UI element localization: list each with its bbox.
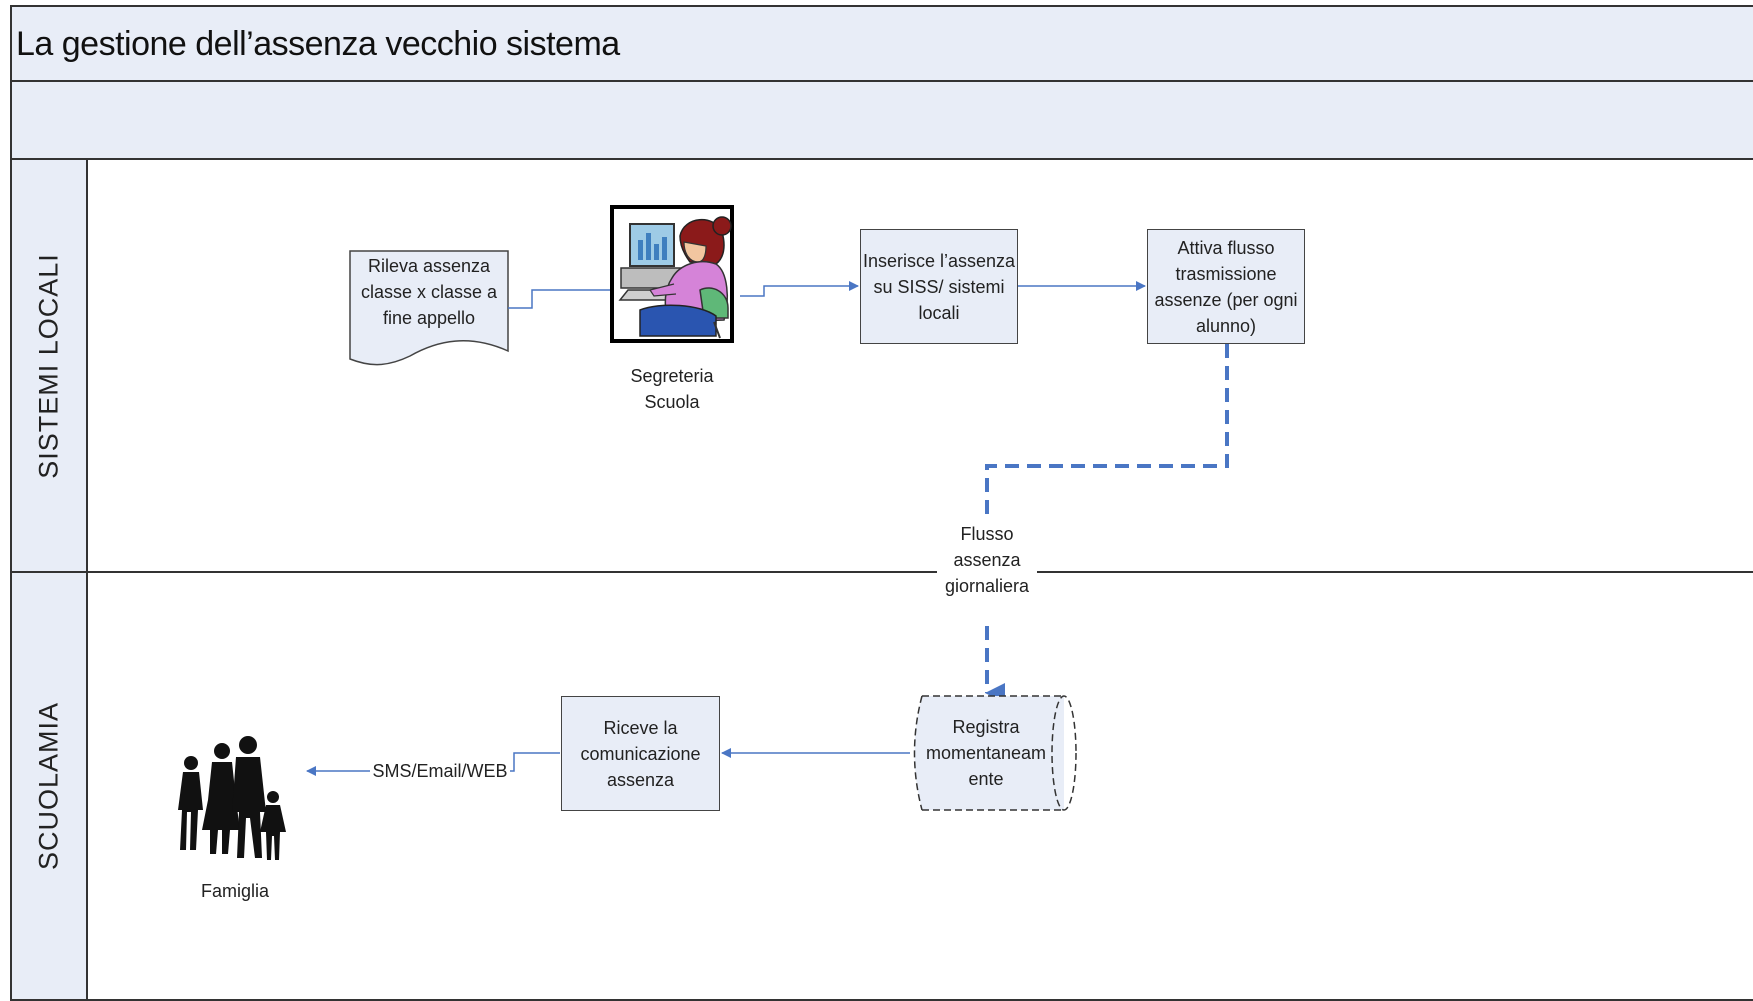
page-title: La gestione dell’assenza vecchio sistema (16, 25, 620, 63)
node-attiva-flusso-text: Attiva flusso trasmissione assenze (per … (1154, 237, 1298, 336)
node-famiglia-label: Famiglia (200, 881, 270, 901)
node-registra-momentaneamente: Registra momentaneam ente (925, 717, 1047, 789)
connector-segreteria-inserisce (740, 281, 859, 297)
family-silhouette-icon (178, 736, 286, 860)
node-rileva-assenza: Rileva assenza classe x classe a fine ap… (360, 256, 498, 328)
header-spacer-band (10, 80, 1753, 160)
lane-sistemi-locali: SISTEMI LOCALI (10, 158, 1753, 573)
node-riceve-comunicazione: Riceve la comunicazione assenza (561, 696, 720, 811)
connector-attiva-flusso (985, 344, 1229, 520)
cylinder-registra (913, 695, 1077, 811)
connector-rileva-segreteria (508, 289, 612, 309)
secretary-computer-icon (610, 205, 734, 343)
node-attiva-flusso: Attiva flusso trasmissione assenze (per … (1147, 229, 1305, 344)
node-riceve-comunicazione-text: Riceve la comunicazione assenza (580, 717, 701, 790)
node-inserisce-assenza: Inserisce l’assenza su SISS/ sistemi loc… (860, 229, 1018, 344)
document-shape-rileva (349, 250, 509, 366)
lane-header-scuolamia: SCUOLAMIA (12, 573, 88, 999)
lane-header-sistemi-locali: SISTEMI LOCALI (12, 160, 88, 571)
connector-label-sms-email-web: SMS/Email/WEB (370, 758, 510, 784)
connector-label-flusso-assenza: Flusso assenza giornaliera (937, 521, 1037, 599)
node-inserisce-assenza-text: Inserisce l’assenza su SISS/ sistemi loc… (862, 250, 1016, 323)
node-segreteria-scuola-label: Segreteria Scuola (630, 366, 714, 412)
title-bar: La gestione dell’assenza vecchio sistema (10, 5, 1753, 82)
